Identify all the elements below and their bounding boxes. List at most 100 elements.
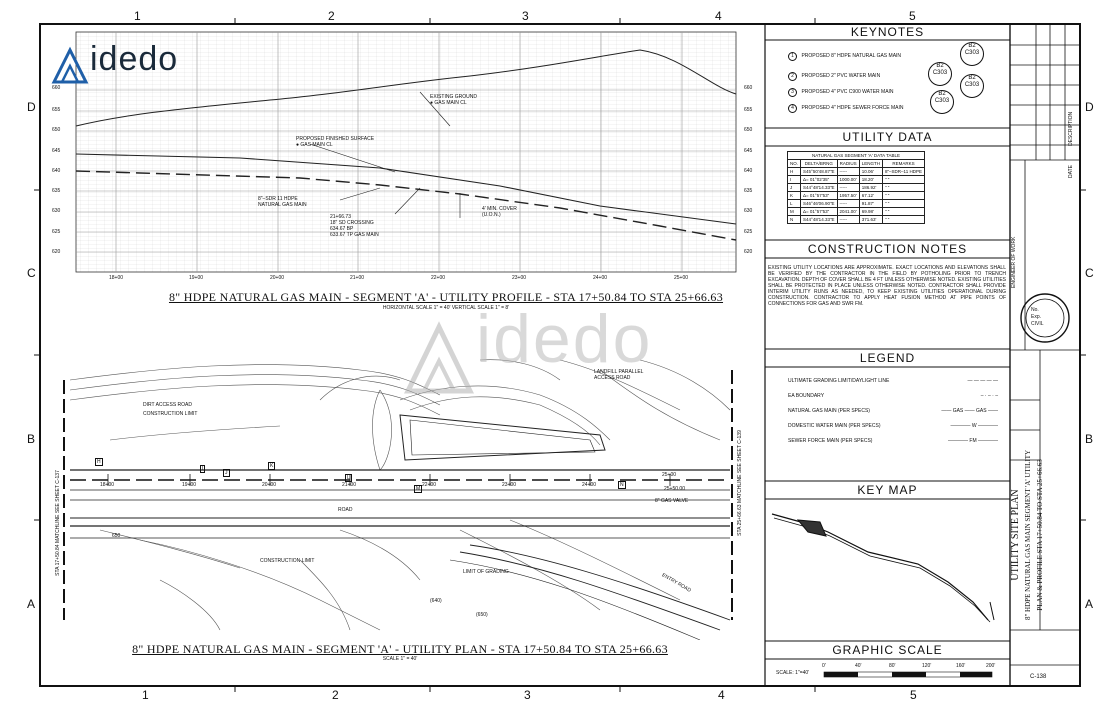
- col-radius: RADIUS: [836, 159, 860, 168]
- grid-col-5-bottom: 5: [910, 688, 917, 702]
- utility-data-header: UTILITY DATA: [842, 130, 933, 144]
- legend-label: NATURAL GAS MAIN (PER SPECS): [788, 408, 870, 414]
- keynote-ref-id: B2: [968, 75, 976, 81]
- cell: K: [786, 191, 802, 200]
- elev-right-640: 640: [744, 168, 753, 174]
- cover-label: 4' MIN. COVER (U.O.N.): [482, 206, 517, 218]
- legend-item: NATURAL GAS MAIN (PER SPECS)—— GAS —— GA…: [788, 408, 998, 423]
- keynote-ref-id: B2: [968, 43, 976, 49]
- plan-sta-18: 18+00: [100, 482, 115, 488]
- keynote-ref-id: B2: [938, 91, 946, 97]
- cell: S44°48'14.33"E: [800, 215, 838, 224]
- grid-row-b: B: [27, 432, 36, 446]
- graphic-scale-bar: [823, 671, 993, 678]
- brand-mark-large-icon: [404, 321, 474, 394]
- label-limit-grading: LIMIT OF GRADING: [463, 569, 509, 575]
- plan-sta-24: 24+00: [582, 482, 597, 488]
- seal-text: No. Exp. CIVIL: [1031, 307, 1044, 327]
- date-label: DATE: [1068, 165, 1074, 178]
- cell: Δ= 01°02'35": [800, 175, 838, 184]
- legend-item: EA BOUNDARY– · – · –: [788, 393, 998, 408]
- keynote-ref-sheet: C303: [964, 82, 980, 88]
- graphic-scale-label: SCALE: 1"=40': [776, 670, 810, 676]
- cell: " ": [881, 207, 925, 216]
- sta-label-22: 22+00: [431, 275, 446, 281]
- col-remarks: REMARKS: [881, 159, 925, 168]
- cell: -----: [836, 183, 860, 192]
- cell: H: [786, 167, 802, 176]
- engineer-label: ENGINEER OF WORK: [1011, 236, 1017, 288]
- cell: 67.12': [858, 191, 883, 200]
- elev-left-635: 635: [52, 188, 61, 194]
- marker-k: K: [268, 462, 276, 470]
- cell: 1000.00': [836, 175, 860, 184]
- elev-right-620: 620: [744, 249, 753, 255]
- data-table-title: NATURAL GAS SEGMENT 'A' DATA TABLE: [787, 151, 925, 160]
- brand-text-small: idedo: [90, 40, 179, 78]
- cell: S44°48'14.33"E: [800, 183, 838, 192]
- grid-col-5: 5: [909, 9, 916, 23]
- elev-right-655: 655: [744, 107, 753, 113]
- label-gas-valve: 8" GAS VALVE: [655, 498, 689, 504]
- plan-sta-25: 25+00: [662, 472, 677, 478]
- cell: " ": [881, 183, 925, 192]
- plan-drawing: [63, 359, 733, 640]
- sheet-subtitle-2: PLAN & PROFILE STA 17+50.84 TO STA 25+66…: [1036, 459, 1044, 611]
- legend-label: EA BOUNDARY: [788, 393, 825, 399]
- col-length: LENGTH: [858, 159, 883, 168]
- label-road: ROAD: [338, 507, 353, 513]
- keynote-text: PROPOSED 2" PVC WATER MAIN: [801, 73, 881, 79]
- cell: 91.87': [858, 199, 883, 208]
- sta-label-21: 21+00: [350, 275, 365, 281]
- elev-right-625: 625: [744, 229, 753, 235]
- elev-right-635: 635: [744, 188, 753, 194]
- elev-left-645: 645: [52, 148, 61, 154]
- legend-symbol: — — — — —: [967, 378, 998, 384]
- sheet-subtitle: 8" HDPE NATURAL GAS MAIN SEGMENT 'A' UTI…: [1024, 449, 1032, 621]
- cell: J: [786, 183, 802, 192]
- elev-left-625: 625: [52, 229, 61, 235]
- keynote-ref-sheet: C303: [932, 70, 948, 76]
- sta-label-20: 20+00: [270, 275, 285, 281]
- marker-h: H: [95, 458, 103, 466]
- sta-label-18: 18+00: [109, 275, 124, 281]
- legend-symbol: ———— W ————: [950, 423, 999, 429]
- scale-tick-40: 40': [855, 663, 862, 669]
- keynote-text: PROPOSED 4" HDPE SEWER FORCE MAIN: [801, 105, 904, 111]
- crossing-label: 21+66.73 18" SD CROSSING 634.67 BP 633.6…: [330, 214, 379, 238]
- cell: -----: [836, 199, 860, 208]
- elev-left-620: 620: [52, 249, 61, 255]
- profile-grid: [75, 31, 737, 273]
- cell: S45°50'48.87"E: [800, 167, 838, 176]
- cell: " ": [881, 175, 925, 184]
- cell: " ": [881, 215, 925, 224]
- legend-label: ULTIMATE GRADING LIMIT/DAYLIGHT LINE: [788, 378, 890, 384]
- grid-col-4: 4: [715, 9, 722, 23]
- plan-sta-22: 22+00: [422, 482, 437, 488]
- label-construction-limit: CONSTRUCTION LIMIT: [143, 411, 198, 417]
- utility-data-table: NATURAL GAS SEGMENT 'A' DATA TABLE NO. D…: [786, 151, 925, 224]
- legend-item: ULTIMATE GRADING LIMIT/DAYLIGHT LINE — — …: [788, 378, 998, 393]
- legend-list: ULTIMATE GRADING LIMIT/DAYLIGHT LINE — — …: [788, 378, 998, 453]
- plan-title: 8" HDPE NATURAL GAS MAIN - SEGMENT 'A' -…: [132, 642, 668, 656]
- cell: I: [786, 175, 802, 184]
- cell: " ": [881, 199, 925, 208]
- elev-left-660: 660: [52, 85, 61, 91]
- elev-left-650: 650: [52, 127, 61, 133]
- label-landfill-road: LANDFILL PARALLEL ACCESS ROAD: [594, 369, 644, 381]
- elev-left-640: 640: [52, 168, 61, 174]
- cell: Δ= 01°57'53": [800, 191, 838, 200]
- col-delta: DELTA/BRNG: [800, 159, 838, 168]
- sta-label-24: 24+00: [593, 275, 608, 281]
- scale-tick-160: 160': [956, 663, 966, 669]
- keynote-number: 4: [788, 104, 797, 113]
- label-construction-limit-2: CONSTRUCTION LIMIT: [260, 558, 315, 564]
- graphic-scale-header: GRAPHIC SCALE: [832, 643, 943, 657]
- plan-sta-23: 23+00: [502, 482, 517, 488]
- scale-tick-120: 120': [922, 663, 932, 669]
